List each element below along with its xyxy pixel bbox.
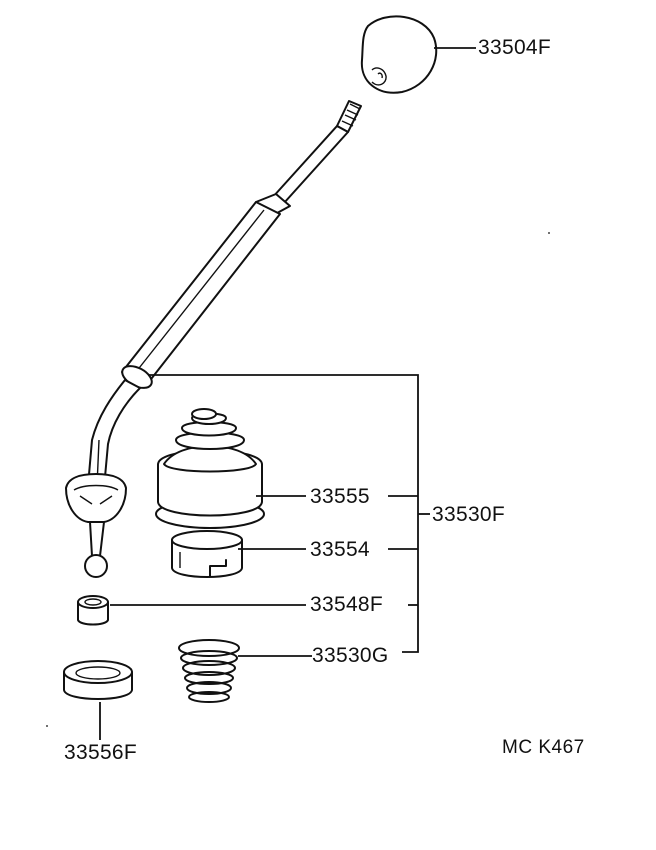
shift-lever-part [65,100,362,578]
part-label-bushing: 33548F [310,593,384,616]
diagram-code: MC K467 [502,737,585,758]
part-label-boot: 33555 [310,485,370,508]
shift-knob-part [360,15,438,94]
part-label-assembly: 33530F [432,503,506,526]
part-label-seat: 33554 [310,538,370,561]
part-label-ring: 33556F [64,741,138,764]
scan-speck [548,232,550,234]
leader-lines [99,47,476,740]
seat-part [171,530,243,578]
part-label-knob: 33504F [478,36,552,59]
ring-part [63,660,133,700]
scan-speck [46,725,48,727]
bushing-part [77,595,109,626]
part-label-spring: 33530G [312,644,389,667]
boot-part [155,408,265,529]
spring-part [178,639,240,703]
